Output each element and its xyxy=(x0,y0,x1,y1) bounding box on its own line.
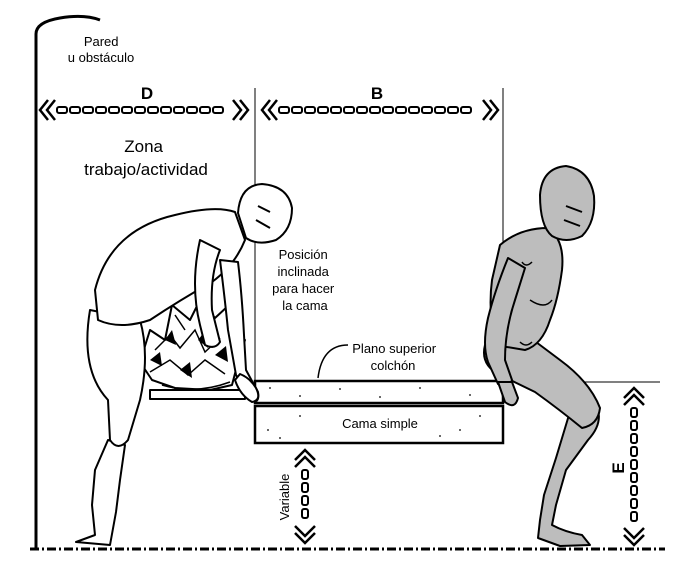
dimension-e: E xyxy=(609,386,645,547)
seated-figure-chest-line xyxy=(529,299,553,306)
wall-line xyxy=(34,14,101,548)
posture-label: Posición inclinada para hacer la cama xyxy=(272,247,338,313)
dimension-chain-link xyxy=(212,106,224,114)
dimension-chain-link xyxy=(330,106,342,114)
arrow-right-icon xyxy=(482,99,500,121)
arrow-up-icon xyxy=(623,386,645,406)
wall-label: Pared u obstáculo xyxy=(68,34,135,65)
dimension-chain-link xyxy=(630,498,638,509)
dimension-chain-link xyxy=(108,106,120,114)
dimension-chain-link xyxy=(56,106,68,114)
dimension-d-label: D xyxy=(141,84,153,103)
bent-figure-hand xyxy=(234,373,260,403)
dimension-chain-link xyxy=(630,472,638,483)
single-bed: Cama simple xyxy=(253,379,505,445)
dimension-chain-link xyxy=(147,106,159,114)
bent-figure-torso xyxy=(94,208,246,326)
dimension-e-label: E xyxy=(609,462,628,473)
bent-figure-near-arm xyxy=(194,239,221,348)
dimension-variable: Variable xyxy=(277,448,316,545)
dimension-d-chain xyxy=(56,106,224,114)
bent-figure-face-lines xyxy=(255,205,271,229)
bent-over-figure xyxy=(75,183,293,546)
mattress-top-leader xyxy=(317,344,349,379)
dimension-variable-chain xyxy=(301,469,309,519)
dimension-chain-link xyxy=(395,106,407,114)
dimension-chain-link xyxy=(343,106,355,114)
bed-base xyxy=(253,404,505,445)
dimension-chain-link xyxy=(186,106,198,114)
dimension-chain-link xyxy=(301,508,309,519)
bent-figure-head xyxy=(237,183,293,244)
dimension-chain-link xyxy=(421,106,433,114)
dimension-e-chain xyxy=(630,407,638,522)
bent-figure-back-leg xyxy=(75,439,126,546)
dimension-chain-link xyxy=(199,106,211,114)
dimension-chain-link xyxy=(278,106,290,114)
arrow-left-icon xyxy=(38,99,56,121)
dimension-chain-link xyxy=(382,106,394,114)
dimension-chain-link xyxy=(291,106,303,114)
dimension-chain-link xyxy=(434,106,446,114)
bedding-tray xyxy=(149,389,246,400)
seated-figure-joint-lines xyxy=(519,261,533,346)
arrow-down-icon xyxy=(623,527,645,547)
dimension-chain-link xyxy=(82,106,94,114)
dimension-b-label: B xyxy=(371,84,383,103)
dimension-chain-link xyxy=(301,495,309,506)
seated-figure-face-lines xyxy=(563,205,583,227)
dimension-chain-link xyxy=(630,459,638,470)
dimension-d: D xyxy=(38,84,250,121)
dimension-chain-link xyxy=(304,106,316,114)
dimension-chain-link xyxy=(301,469,309,480)
dimension-chain-link xyxy=(69,106,81,114)
dimension-chain-link xyxy=(408,106,420,114)
dimension-chain-link xyxy=(630,420,638,431)
bed-label: Cama simple xyxy=(342,416,418,431)
mattress-top-label: Plano superior colchón xyxy=(352,341,439,373)
dimension-chain-link xyxy=(630,485,638,496)
arrow-down-icon xyxy=(294,525,316,545)
dimension-chain-link xyxy=(630,407,638,418)
dimension-chain-link xyxy=(630,433,638,444)
dimension-chain-link xyxy=(173,106,185,114)
arrow-left-icon xyxy=(260,99,278,121)
arrow-up-icon xyxy=(294,448,316,468)
seated-figure-hand xyxy=(497,381,519,407)
seated-figure-head xyxy=(539,165,596,241)
bent-figure-thigh xyxy=(86,309,146,447)
seated-figure xyxy=(483,165,601,547)
dimension-chain-link xyxy=(134,106,146,114)
mattress xyxy=(253,379,505,405)
dimension-chain-link xyxy=(317,106,329,114)
dimension-chain-link xyxy=(301,482,309,493)
arrow-right-icon xyxy=(232,99,250,121)
bed-speckle xyxy=(267,387,481,439)
dimension-chain-link xyxy=(95,106,107,114)
dimension-chain-link xyxy=(460,106,472,114)
dimension-b: B xyxy=(260,84,500,121)
dimension-chain-link xyxy=(356,106,368,114)
dimension-chain-link xyxy=(121,106,133,114)
dimension-chain-link xyxy=(369,106,381,114)
variable-label: Variable xyxy=(277,474,292,521)
dimension-chain-link xyxy=(630,446,638,457)
dimension-chain-link xyxy=(160,106,172,114)
dimension-chain-link xyxy=(447,106,459,114)
dimension-b-chain xyxy=(278,106,472,114)
dimension-chain-link xyxy=(630,511,638,522)
zone-label: Zona trabajo/actividad xyxy=(84,137,208,179)
